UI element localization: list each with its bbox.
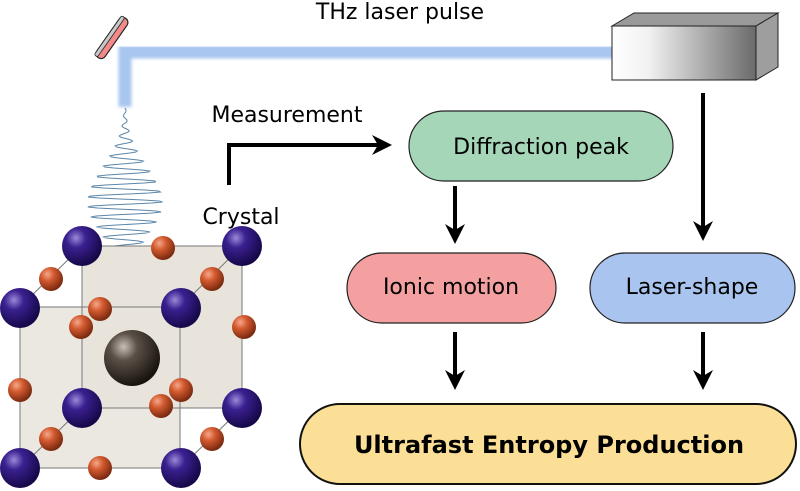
laser-source-icon	[610, 12, 780, 81]
large-atom	[222, 388, 262, 428]
node-laser-shape-label: Laser-shape	[626, 275, 759, 300]
large-atom	[0, 448, 40, 488]
measurement-arrow	[227, 135, 392, 185]
laser-beam	[118, 45, 615, 107]
crystal-label: Crystal	[202, 205, 279, 230]
small-atom	[69, 315, 93, 339]
small-atom	[39, 427, 63, 451]
mirror-icon	[94, 15, 129, 60]
node-diffraction-label: Diffraction peak	[453, 135, 629, 160]
large-atom	[161, 448, 201, 488]
node-entropy-production: Ultrafast Entropy Production	[299, 403, 797, 485]
large-atom	[62, 388, 102, 428]
large-atom	[222, 226, 262, 266]
large-atom	[0, 288, 40, 328]
large-atom	[62, 226, 102, 266]
small-atom	[39, 267, 63, 291]
small-atom	[151, 236, 175, 260]
crystal-icon	[0, 226, 262, 488]
center-atom	[104, 330, 160, 386]
node-diffraction-peak: Diffraction peak	[408, 110, 674, 182]
small-atom	[232, 315, 256, 339]
small-atom	[149, 394, 173, 418]
node-ionic-motion: Ionic motion	[346, 252, 557, 324]
small-atom	[8, 378, 32, 402]
node-laser-shape: Laser-shape	[589, 252, 796, 324]
small-atom	[200, 267, 224, 291]
small-atom	[88, 456, 112, 480]
node-entropy-label: Ultrafast Entropy Production	[354, 431, 744, 459]
measurement-label: Measurement	[211, 103, 362, 128]
laser-pulse-label: THz laser pulse	[315, 0, 484, 25]
small-atom	[169, 378, 193, 402]
small-atom	[88, 297, 112, 321]
small-atom	[200, 427, 224, 451]
node-ionic-label: Ionic motion	[383, 275, 519, 300]
large-atom	[161, 288, 201, 328]
